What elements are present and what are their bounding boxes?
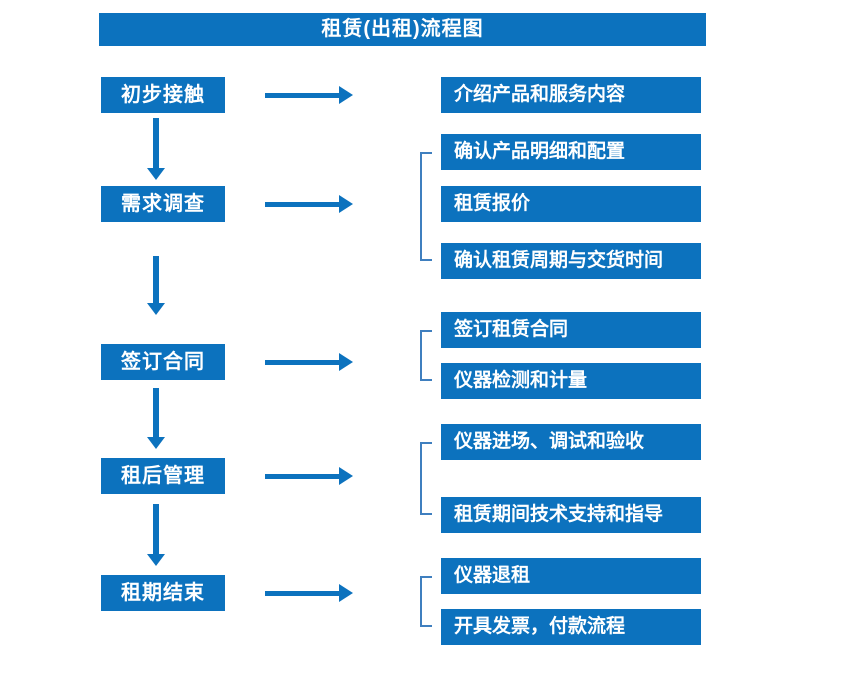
stage-box: 租期结束 [101, 575, 225, 611]
flow-arrow-down-head [147, 168, 165, 180]
flow-arrow-down-head [147, 303, 165, 315]
flow-arrow-down-head [147, 554, 165, 566]
group-bracket [420, 576, 432, 627]
flow-arrow-right-head [339, 86, 353, 104]
stage-box: 签订合同 [101, 344, 225, 380]
flow-arrow-right [265, 359, 339, 365]
flow-arrow-down [153, 118, 159, 168]
output-box: 租赁报价 [441, 186, 701, 222]
stage-box: 初步接触 [101, 77, 225, 113]
output-box: 仪器退租 [441, 558, 701, 594]
group-bracket [420, 152, 432, 261]
output-box: 仪器进场、调试和验收 [441, 424, 701, 460]
flow-arrow-right [265, 201, 339, 207]
flow-arrow-right-head [339, 584, 353, 602]
output-box: 介绍产品和服务内容 [441, 77, 701, 113]
output-box: 确认产品明细和配置 [441, 134, 701, 170]
output-box: 开具发票，付款流程 [441, 609, 701, 645]
flow-arrow-right [265, 92, 339, 98]
group-bracket [420, 330, 432, 381]
flow-arrow-down-head [147, 437, 165, 449]
output-box: 租赁期间技术支持和指导 [441, 497, 701, 533]
output-box: 确认租赁周期与交货时间 [441, 243, 701, 279]
flow-arrow-down [153, 504, 159, 554]
flow-arrow-right-head [339, 195, 353, 213]
output-box: 仪器检测和计量 [441, 363, 701, 399]
stage-box: 需求调查 [101, 186, 225, 222]
diagram-title: 租赁(出租)流程图 [99, 13, 706, 46]
output-box: 签订租赁合同 [441, 312, 701, 348]
flow-arrow-right-head [339, 353, 353, 371]
group-bracket [420, 442, 432, 515]
flow-arrow-right-head [339, 467, 353, 485]
stage-box: 租后管理 [101, 458, 225, 494]
flow-arrow-right [265, 590, 339, 596]
flow-arrow-down [153, 388, 159, 437]
flow-arrow-down [153, 256, 159, 303]
flow-arrow-right [265, 473, 339, 479]
